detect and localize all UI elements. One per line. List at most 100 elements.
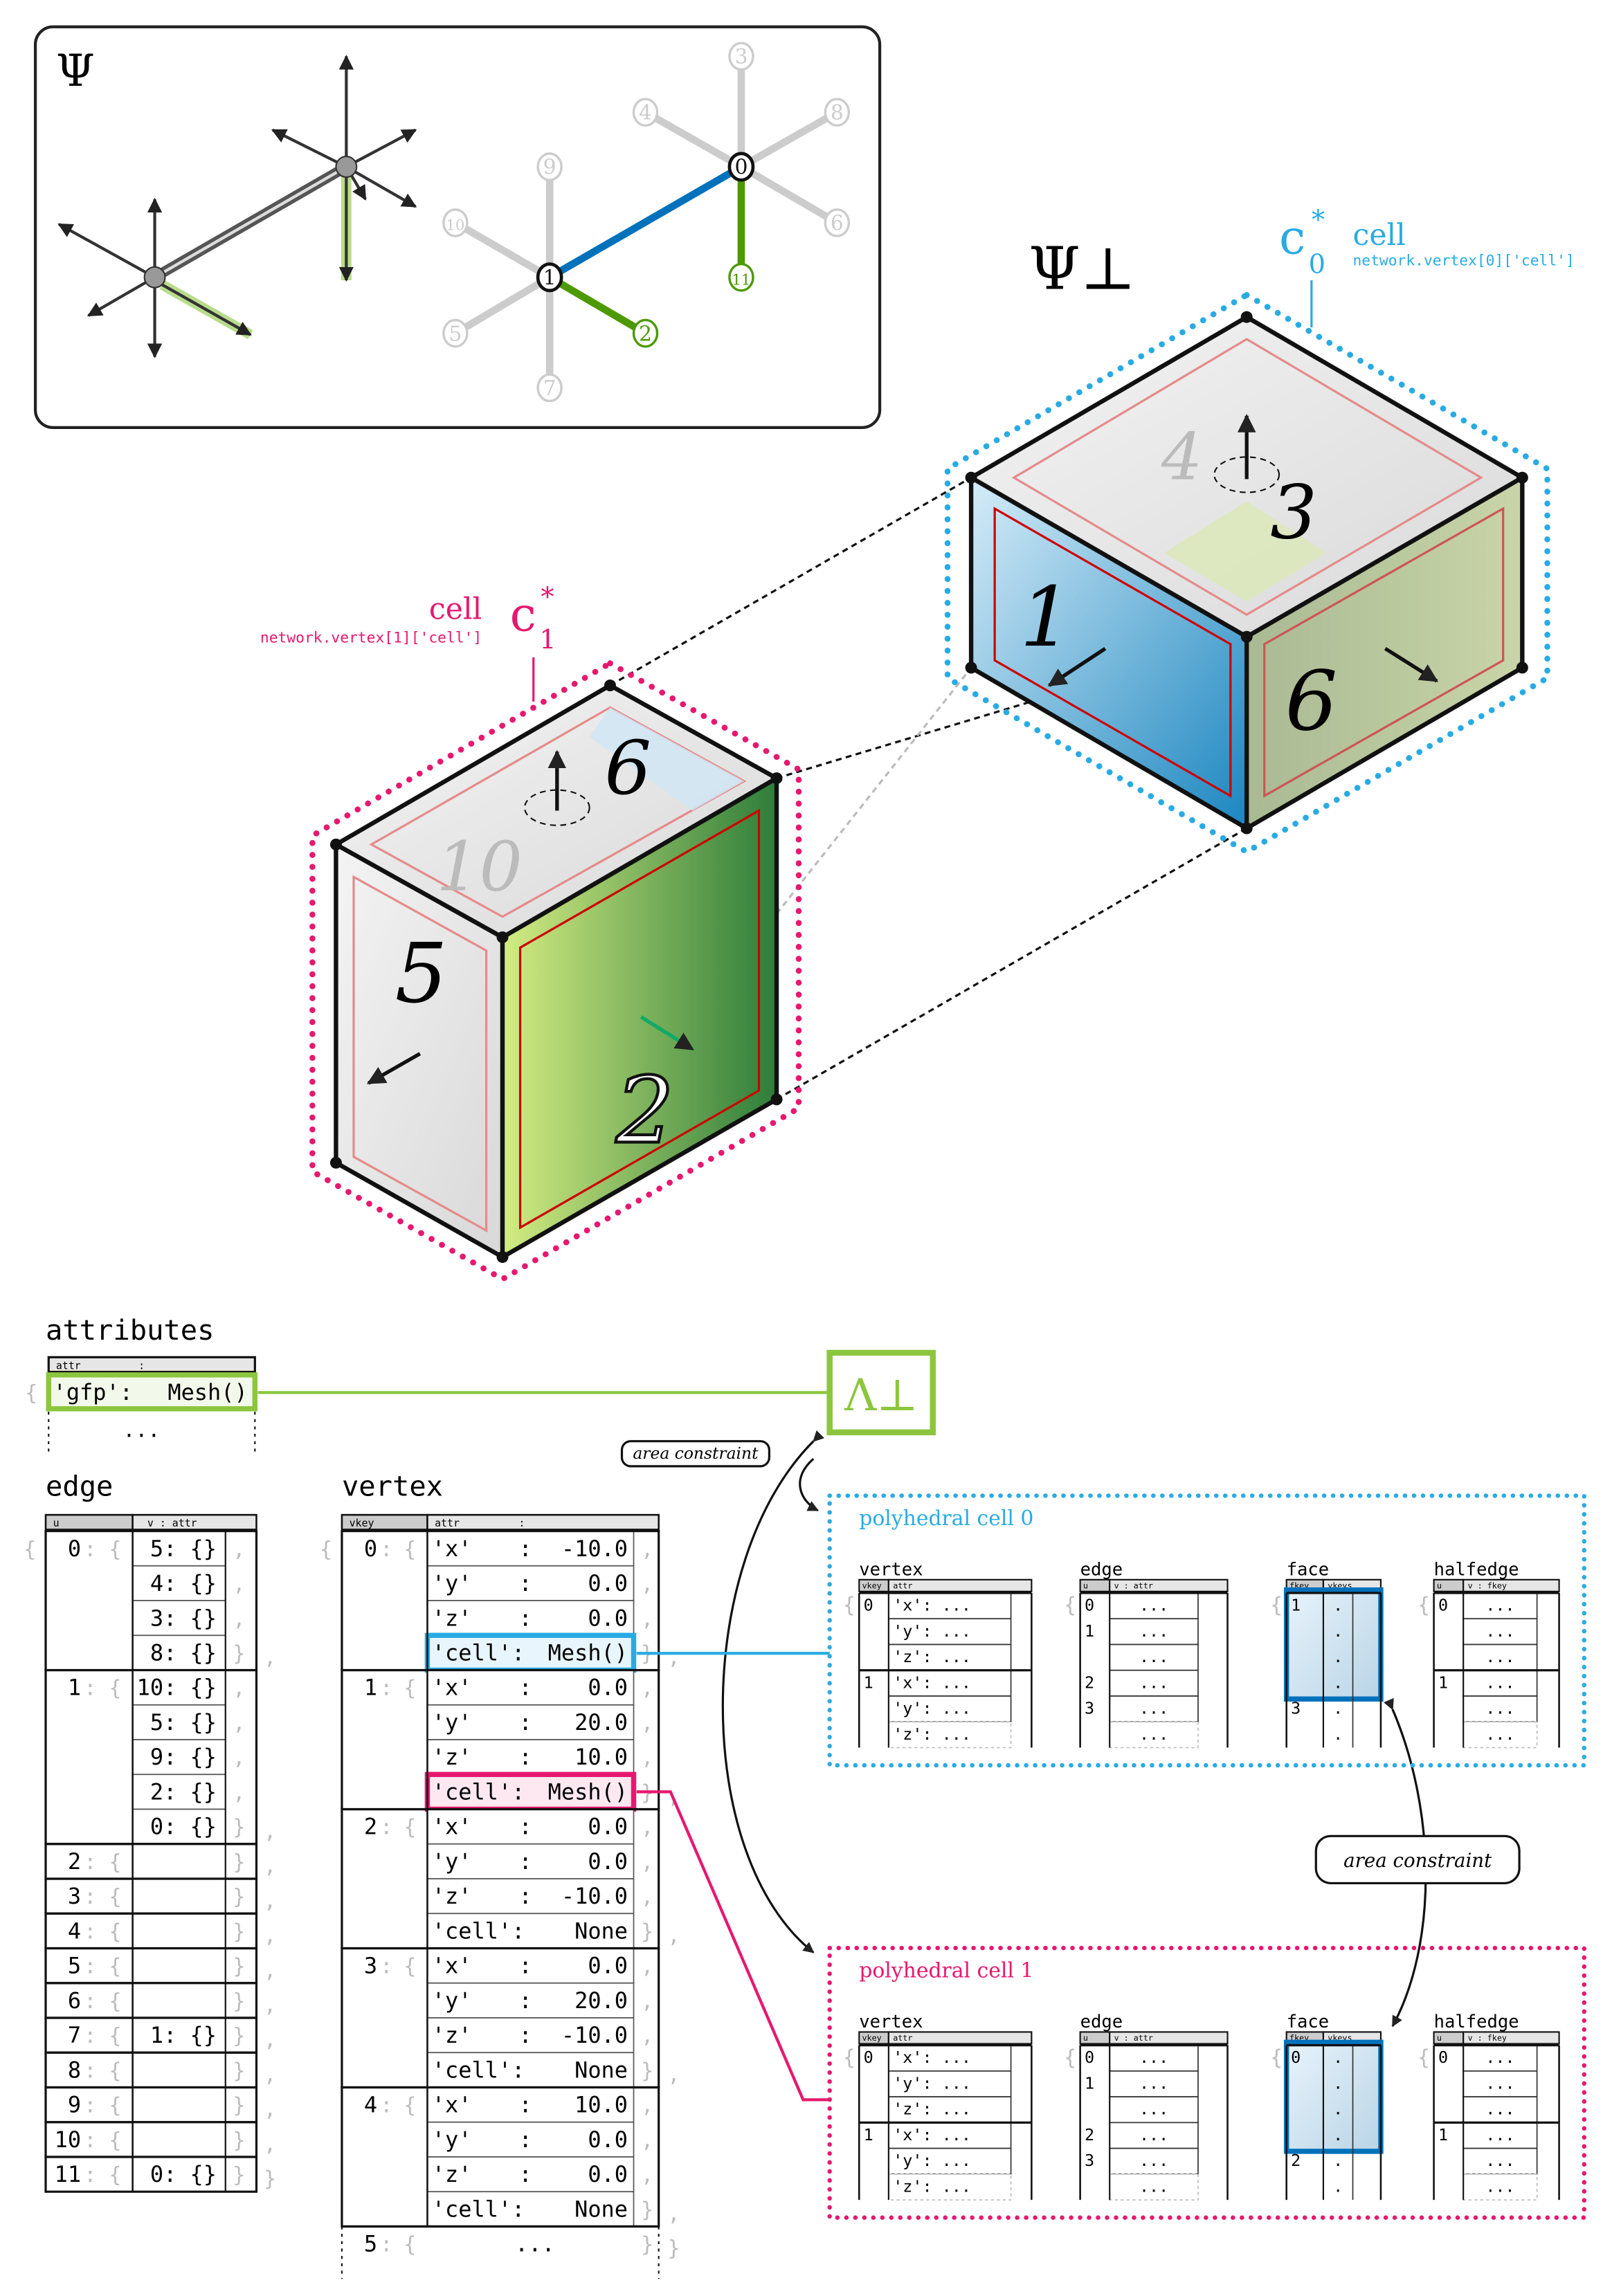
vertex-attr-key: 'x' <box>432 2092 472 2118</box>
brace: { <box>404 1677 416 1701</box>
cell-table-value: 'x': ... <box>893 1673 971 1692</box>
vertex-key: 2 <box>364 1814 377 1840</box>
brace: { <box>843 2046 855 2070</box>
cell-table-value: ... <box>1139 1673 1168 1692</box>
edge-u-key: 9 <box>68 2092 81 2118</box>
vertex-attr-cell <box>426 2017 635 2054</box>
separator: , <box>233 1780 245 1805</box>
vertex-attr-colon: : <box>518 1953 532 1979</box>
lambda-perp-label: Λ⊥ <box>844 1370 918 1421</box>
vertex-attr-key: 'x' <box>432 1953 472 1979</box>
brace: { <box>109 1920 122 1944</box>
face-label-3: 3 <box>1270 471 1317 556</box>
cell-table-title: edge <box>1080 2012 1123 2032</box>
separator: : <box>84 1989 96 2014</box>
vertex-header-attr: attr <box>435 1517 460 1529</box>
graph-node-label: 8 <box>831 101 844 125</box>
cell-table-value: ... <box>1139 2125 1168 2144</box>
vertex-attr-key: 'y' <box>432 2126 472 2153</box>
cell-table-header: v : attr <box>1114 2033 1153 2043</box>
cell-panel-title: polyhedral cell 0 <box>859 1506 1033 1531</box>
graph-edge-0-1 <box>547 163 743 281</box>
separator: , <box>667 2202 680 2226</box>
cube-connectors <box>609 476 1248 1101</box>
separator: } <box>641 2198 653 2222</box>
edge-u-key: 7 <box>68 2022 81 2048</box>
cell-table-header: attr <box>893 2033 912 2043</box>
graph-node-7 <box>536 373 563 403</box>
vertex-attr-cell <box>426 1565 635 1601</box>
brace: { <box>404 1816 416 1840</box>
separator: , <box>264 2028 276 2052</box>
separator: } <box>264 2167 276 2192</box>
cell1-sup: * <box>541 581 554 612</box>
graph-node-label: 5 <box>449 322 462 346</box>
separator: , <box>641 1746 653 1770</box>
graph-edge-highlight <box>547 274 648 337</box>
separator: : <box>380 1955 392 1979</box>
cell-table-value: ... <box>1485 1673 1514 1692</box>
edge-cell <box>132 2156 226 2193</box>
edge-cell <box>132 1739 226 1776</box>
cell-table-value: ... <box>1485 2048 1514 2067</box>
edge-u-key: 6 <box>68 1987 81 2014</box>
cell-table-value: ... <box>1139 2099 1168 2119</box>
vertex-attr-colon: : <box>518 1536 532 1562</box>
face-label-5: 5 <box>395 926 448 1022</box>
separator: } <box>233 2024 245 2048</box>
area-constraint-2: area constraint <box>1314 1834 1521 1885</box>
separator: } <box>233 1955 245 1979</box>
brace: { <box>109 1677 122 1701</box>
gfp-row[interactable] <box>46 1372 258 1412</box>
brace: { <box>1270 1594 1283 1618</box>
separator: } <box>233 1920 245 1944</box>
vertex-header-colon: : <box>518 1517 525 1529</box>
vertex-attr-key: 'x' <box>432 1536 472 1562</box>
face-label-1: 1 <box>1020 570 1072 666</box>
cell1-symbol: c <box>510 588 536 643</box>
cell-table-value: 'z': ... <box>893 2176 971 2196</box>
graph-node-label: 11 <box>732 271 750 289</box>
edge-u-key: 10 <box>55 2126 81 2153</box>
cell-table-value: 'z': ... <box>893 1724 971 1744</box>
graph-edge <box>453 274 552 337</box>
vertex-attr-value: ... <box>515 2231 555 2257</box>
graph-node-4 <box>632 98 659 127</box>
cell-table-value: . <box>1333 1724 1343 1744</box>
graph-node-label: 9 <box>543 156 556 180</box>
brace: { <box>1418 2046 1430 2070</box>
psi-label: Ψ <box>56 46 95 97</box>
graph-node-label: 7 <box>543 376 556 401</box>
edge-neighbor: 0: {} <box>150 2161 217 2187</box>
3d-edge-highlight <box>154 165 347 279</box>
cell-table-header: v : fkey <box>1468 2033 1507 2043</box>
face-label-6: 6 <box>1285 653 1338 749</box>
separator: , <box>264 1646 276 1670</box>
cell-table-title: face <box>1287 1559 1329 1580</box>
edge-cell <box>132 2086 226 2123</box>
cell-table-value: . <box>1333 1596 1343 1615</box>
area-constraint-1: area constraint <box>620 1440 770 1468</box>
cell-table-header: u <box>1083 1581 1088 1591</box>
vertex-attr-key: 'y' <box>432 1570 472 1596</box>
cell-table-key: 0 <box>1438 2048 1448 2067</box>
cell-table-header: vkey <box>862 2033 882 2043</box>
cell-table-key: 1 <box>864 2125 873 2144</box>
separator: } <box>233 2163 245 2187</box>
cell-table-header: attr <box>893 1581 912 1591</box>
graph-edge <box>739 163 840 226</box>
separator: , <box>264 2063 276 2087</box>
vertex-attr-colon: : <box>518 1570 532 1596</box>
vertex-attr-key: 'x' <box>432 1675 472 1701</box>
vertex-attr-colon: : <box>518 1744 532 1770</box>
lambda-perp-box[interactable]: Λ⊥ <box>826 1349 936 1436</box>
cell0-sup: * <box>1312 204 1325 235</box>
cell-table-value: . <box>1333 1699 1343 1718</box>
vertex-attr-value: 20.0 <box>574 1709 628 1735</box>
cell1-label: c * 1 cell network.vertex[1]['cell'] <box>260 581 556 702</box>
vertex-attr-colon: : <box>518 2022 532 2048</box>
cell1-sub: 1 <box>539 624 556 655</box>
separator: } <box>233 1989 245 2014</box>
